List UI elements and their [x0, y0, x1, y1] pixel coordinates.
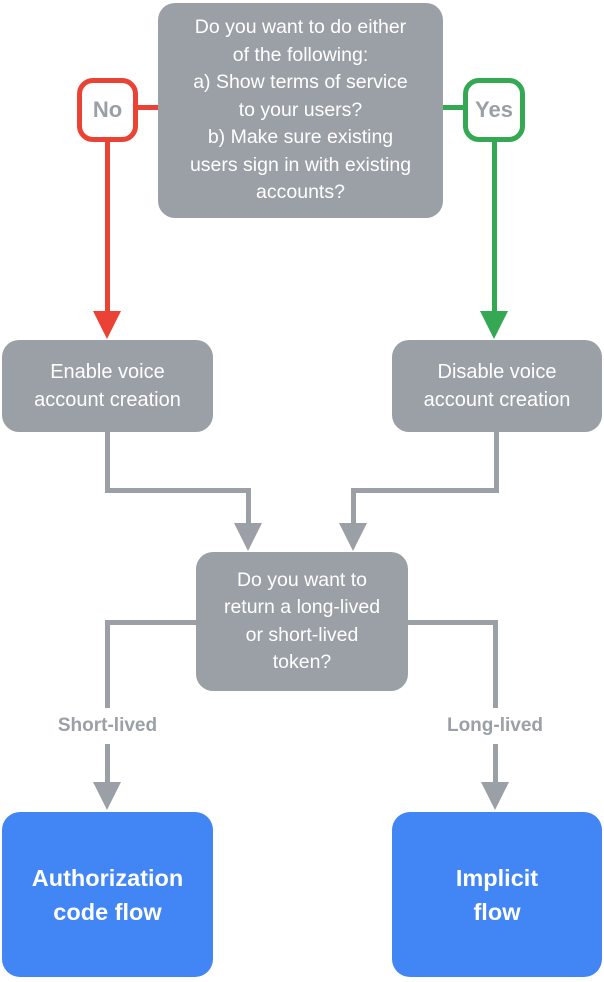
yes-branch-vertical-line: [492, 141, 497, 312]
enable-connector-arrowhead-icon: [234, 523, 262, 551]
short-lived-arrowhead-icon: [93, 782, 121, 810]
long-lived-arrowhead-icon: [481, 782, 509, 810]
disable-connector-horizontal-line: [353, 488, 499, 493]
long-lived-horizontal-line: [408, 620, 498, 625]
long-lived-label: Long-lived: [410, 708, 580, 744]
top-question-box: Do you want to do either of the followin…: [158, 3, 443, 218]
authorization-code-flow-box: Authorization code flow: [2, 812, 213, 977]
token-question-box: Do you want to return a long-lived or sh…: [196, 552, 408, 691]
short-lived-horizontal-line: [105, 620, 196, 625]
no-badge: No: [77, 78, 138, 142]
short-lived-label: Short-lived: [23, 708, 192, 744]
long-lived-vertical-line: [493, 620, 498, 783]
yes-branch-horizontal-line: [443, 105, 463, 110]
enable-connector-vertical-line: [105, 432, 110, 493]
no-branch-vertical-line: [105, 141, 110, 312]
enable-connector-horizontal-line: [105, 488, 251, 493]
disable-connector-arrowhead-icon: [339, 523, 367, 551]
no-branch-horizontal-line: [137, 105, 158, 110]
disable-connector-drop-line: [351, 488, 356, 524]
enable-connector-drop-line: [246, 488, 251, 524]
yes-branch-arrowhead-icon: [480, 311, 508, 339]
disable-connector-vertical-line: [494, 432, 499, 493]
short-lived-vertical-line: [105, 620, 110, 783]
implicit-flow-box: Implicit flow: [392, 812, 602, 977]
disable-voice-account-box: Disable voice account creation: [392, 340, 602, 432]
enable-voice-account-box: Enable voice account creation: [2, 340, 213, 432]
yes-badge: Yes: [463, 78, 525, 142]
no-branch-arrowhead-icon: [93, 311, 121, 339]
